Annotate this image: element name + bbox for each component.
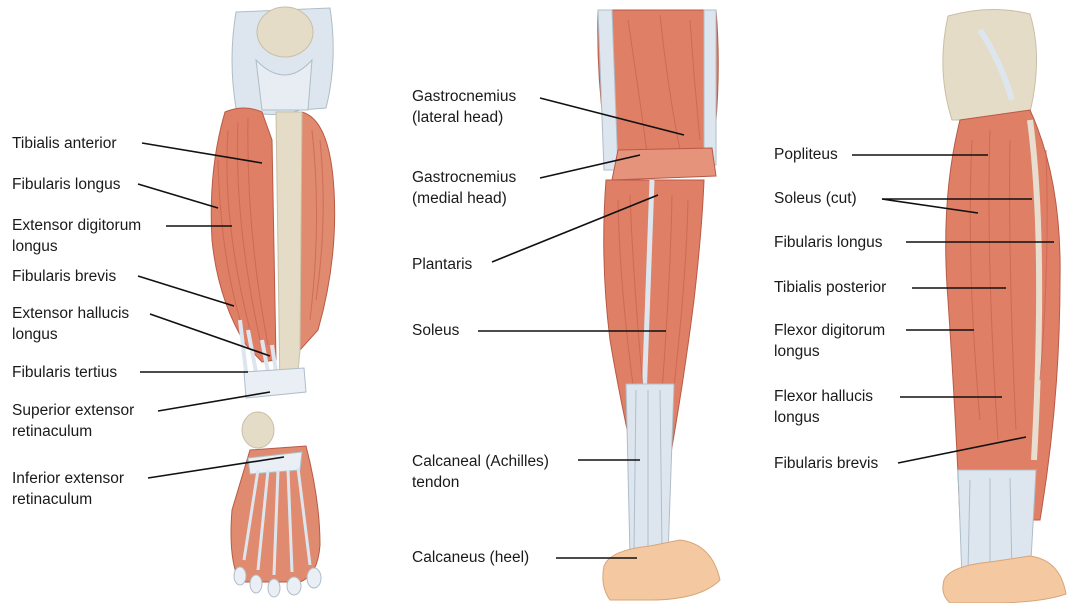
label-gastrocnemius-lateral-head: Gastrocnemius (lateral head) <box>412 86 516 128</box>
label-plantaris: Plantaris <box>412 254 472 275</box>
label-flexor-hallucis-longus: Flexor hallucis longus <box>774 386 873 428</box>
label-extensor-hallucis-longus: Extensor hallucis longus <box>12 303 129 345</box>
label-fibularis-brevis-anterior: Fibularis brevis <box>12 266 116 287</box>
label-fibularis-tertius: Fibularis tertius <box>12 362 117 383</box>
label-tibialis-posterior: Tibialis posterior <box>774 277 886 298</box>
label-inferior-extensor-retinaculum: Inferior extensor retinaculum <box>12 468 124 510</box>
deep-posterior-leg-illustration <box>943 9 1066 603</box>
label-flexor-digitorum-longus: Flexor digitorum longus <box>774 320 885 362</box>
label-calcaneal-achilles-tendon: Calcaneal (Achilles) tendon <box>412 451 549 493</box>
label-tibialis-anterior: Tibialis anterior <box>12 133 117 154</box>
label-calcaneus-heel: Calcaneus (heel) <box>412 547 529 568</box>
label-superior-extensor-retinaculum: Superior extensor retinaculum <box>12 400 134 442</box>
posterior-leg-illustration <box>598 10 720 600</box>
label-extensor-digitorum-longus: Extensor digitorum longus <box>12 215 141 257</box>
label-gastrocnemius-medial-head: Gastrocnemius (medial head) <box>412 167 516 209</box>
label-soleus: Soleus <box>412 320 459 341</box>
anterior-leg-illustration <box>211 7 334 597</box>
label-soleus-cut: Soleus (cut) <box>774 188 857 209</box>
label-fibularis-longus-deep: Fibularis longus <box>774 232 883 253</box>
label-popliteus: Popliteus <box>774 144 838 165</box>
label-fibularis-brevis-deep: Fibularis brevis <box>774 453 878 474</box>
label-fibularis-longus-anterior: Fibularis longus <box>12 174 121 195</box>
